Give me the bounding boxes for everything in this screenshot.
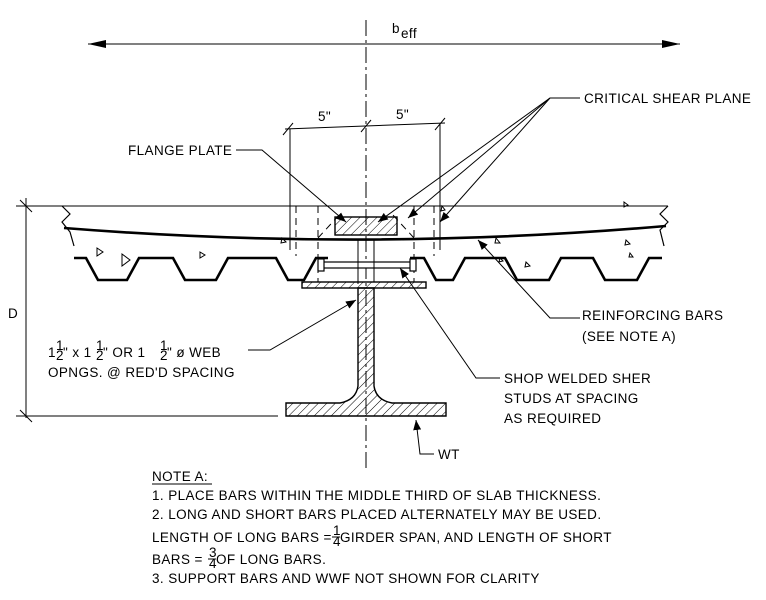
metal-deck — [74, 256, 662, 282]
beff-subscript: eff — [401, 26, 417, 41]
svg-text:3: 3 — [209, 545, 217, 560]
five-inch-dimensions: 5" 5" — [282, 107, 446, 250]
note-line-2: 2. LONG AND SHORT BARS PLACED ALTERNATEL… — [152, 507, 602, 522]
flange-plate-label: FLANGE PLATE — [128, 143, 232, 158]
studs-label-3: AS REQUIRED — [504, 411, 601, 426]
dim-left-label: 5" — [318, 109, 331, 124]
studs-label-2: STUDS AT SPACING — [504, 391, 639, 406]
wt-section — [285, 287, 447, 417]
svg-text:1: 1 — [56, 338, 64, 353]
depth-dimension: D — [8, 198, 278, 423]
svg-text:2: 2 — [96, 348, 104, 363]
svg-text:1: 1 — [333, 523, 341, 538]
beff-dimension: b eff — [88, 21, 680, 48]
flange-plate — [334, 216, 398, 236]
web-openings-label: 1 1 2 " x 1 1 2 " OR 1 1 2 " ø WEB OPNGS… — [48, 338, 235, 380]
beam-top-plate — [301, 281, 427, 289]
svg-text:2: 2 — [56, 348, 64, 363]
svg-text:" OR 1: " OR 1 — [103, 345, 145, 360]
concrete-slab — [61, 201, 669, 268]
note-line-4b: OF LONG BARS. — [216, 552, 326, 567]
svg-text:4: 4 — [209, 556, 217, 571]
svg-text:" ø WEB: " ø WEB — [167, 345, 221, 360]
wt-label: WT — [438, 447, 460, 462]
svg-text:" x 1: " x 1 — [63, 345, 92, 360]
shear-studs — [317, 240, 417, 284]
svg-text:1: 1 — [96, 338, 104, 353]
note-a: NOTE A: 1. PLACE BARS WITHIN THE MIDDLE … — [152, 469, 612, 586]
reinforcing-bars-label: REINFORCING BARS — [582, 308, 723, 323]
beff-label: b — [392, 21, 400, 36]
note-title: NOTE A: — [152, 469, 208, 484]
leader-lines — [236, 97, 580, 455]
note-line-5: 3. SUPPORT BARS AND WWF NOT SHOWN FOR CL… — [152, 571, 540, 586]
note-line-4a: BARS = — [152, 552, 203, 567]
svg-text:2: 2 — [160, 348, 168, 363]
svg-text:1: 1 — [160, 338, 168, 353]
svg-text:OPNGS. @ RED'D SPACING: OPNGS. @ RED'D SPACING — [48, 365, 235, 380]
note-line-1: 1. PLACE BARS WITHIN THE MIDDLE THIRD OF… — [152, 488, 601, 503]
svg-text:1: 1 — [48, 345, 56, 360]
studs-label-1: SHOP WELDED SHER — [504, 371, 651, 386]
critical-shear-plane-label: CRITICAL SHEAR PLANE — [584, 91, 751, 106]
note-line-3a: LENGTH OF LONG BARS = — [152, 530, 332, 545]
dim-right-label: 5" — [396, 107, 409, 122]
reinforcing-bar-line — [63, 224, 667, 241]
depth-label: D — [8, 306, 18, 321]
see-note-a-label: (SEE NOTE A) — [582, 329, 676, 344]
note-line-3b: GIRDER SPAN, AND LENGTH OF SHORT — [340, 530, 612, 545]
svg-text:4: 4 — [333, 534, 341, 549]
